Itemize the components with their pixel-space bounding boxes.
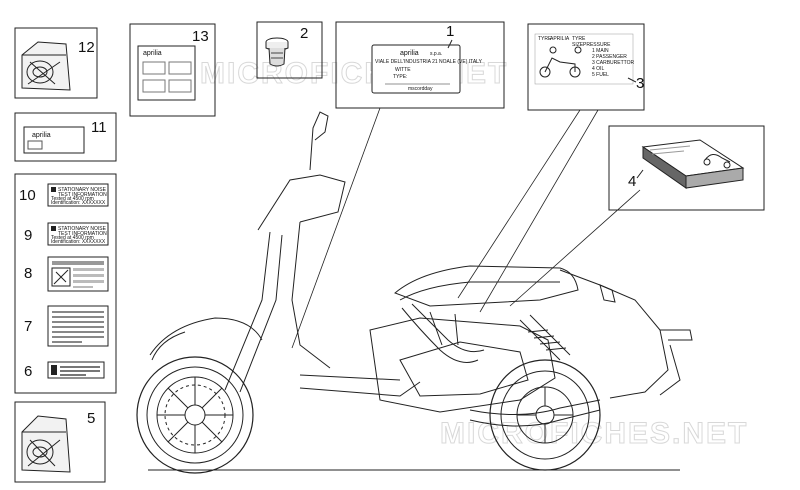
svg-text:Identification: XXXXXXX: Identification: XXXXXXX	[51, 200, 106, 206]
svg-text:APRILIA: APRILIA	[550, 36, 570, 42]
part-3-frame[interactable]: TYRE APRILIA TYRE SIZE PRESSURE 1 MAIN 2…	[527, 23, 645, 111]
part-4-frame[interactable]: 4	[608, 125, 765, 211]
svg-text:Tested at 4500 rpm: Tested at 4500 rpm	[51, 196, 94, 202]
parts-6-10-frame[interactable]: STATIONARY NOISE TEST INFORMATION Tested…	[14, 173, 117, 394]
svg-text:3 CARBURETTOR: 3 CARBURETTOR	[592, 60, 635, 66]
label-8	[47, 256, 109, 292]
callout-10: 10	[19, 187, 36, 204]
svg-text:TEST INFORMATION: TEST INFORMATION	[58, 192, 107, 198]
svg-text:STATIONARY NOISE: STATIONARY NOISE	[58, 187, 107, 193]
toolkit-pouch-icon	[21, 415, 71, 473]
label-7	[47, 305, 109, 347]
plate-brand: aprilia	[400, 50, 419, 57]
svg-text:4 OIL: 4 OIL	[592, 66, 604, 72]
callout-3: 3	[636, 75, 644, 92]
svg-text:TYRE: TYRE	[572, 36, 586, 42]
svg-text:1 MAIN: 1 MAIN	[592, 48, 609, 54]
plate-line-2: WITTE	[395, 67, 411, 73]
callout-5: 5	[87, 410, 95, 427]
plate-line-3: TYPE:	[393, 74, 407, 80]
label-9: STATIONARY NOISE TEST INFORMATION Tested…	[47, 222, 109, 246]
plate-line-4: mscordday	[408, 86, 433, 92]
callout-9: 9	[24, 227, 32, 244]
part-12-frame[interactable]: 12	[14, 27, 98, 99]
plate-line-1: VIALE DELL'INDUSTRIA 21 NOALE (VE) ITALY	[375, 59, 483, 65]
plate-suffix: s.p.a.	[430, 51, 442, 57]
callout-2: 2	[300, 25, 308, 42]
part-11-frame[interactable]: aprilia 11	[14, 112, 117, 162]
svg-text:SIZE: SIZE	[572, 42, 584, 48]
watermark-bottom: MICROFICHES.NET	[440, 417, 748, 450]
svg-text:STATIONARY NOISE: STATIONARY NOISE	[58, 226, 107, 232]
svg-text:Tested at 4500 rpm: Tested at 4500 rpm	[51, 235, 94, 241]
part-13-frame[interactable]: aprilia 13	[129, 23, 216, 117]
part-2-frame[interactable]: 2	[256, 21, 323, 79]
callout-13: 13	[192, 28, 209, 45]
toolkit-pouch-icon	[21, 41, 71, 91]
cap-plug-icon	[265, 37, 289, 67]
callout-12: 12	[78, 39, 95, 56]
callout-7: 7	[24, 318, 32, 335]
svg-text:PRESSURE: PRESSURE	[583, 42, 611, 48]
label-13-brand: aprilia	[143, 50, 162, 57]
callout-8: 8	[24, 265, 32, 282]
callout-6: 6	[24, 363, 32, 380]
svg-text:Identification: XXXXXXX: Identification: XXXXXXX	[51, 239, 106, 245]
label-10: STATIONARY NOISE TEST INFORMATION Tested…	[47, 183, 109, 207]
callout-1: 1	[446, 23, 454, 40]
callout-11: 11	[91, 119, 107, 136]
callout-4: 4	[628, 173, 636, 190]
owners-manual-icon	[641, 139, 745, 189]
scooter-drawing	[149, 111, 693, 427]
label-6	[47, 361, 105, 379]
rear-wheel	[489, 359, 601, 471]
scooter-thumbnail-icon	[539, 46, 582, 78]
svg-text:5 FUEL: 5 FUEL	[592, 72, 609, 78]
svg-text:TEST INFORMATION: TEST INFORMATION	[58, 231, 107, 237]
part-5-frame[interactable]: 5	[14, 401, 106, 483]
svg-text:2 PASSENGER: 2 PASSENGER	[592, 54, 627, 60]
label-11-brand: aprilia	[32, 132, 51, 139]
svg-text:TYRE: TYRE	[538, 36, 552, 42]
part-1-frame[interactable]: aprilia s.p.a. VIALE DELL'INDUSTRIA 21 N…	[335, 21, 505, 109]
front-wheel	[136, 356, 254, 474]
leader-lines	[291, 107, 641, 349]
